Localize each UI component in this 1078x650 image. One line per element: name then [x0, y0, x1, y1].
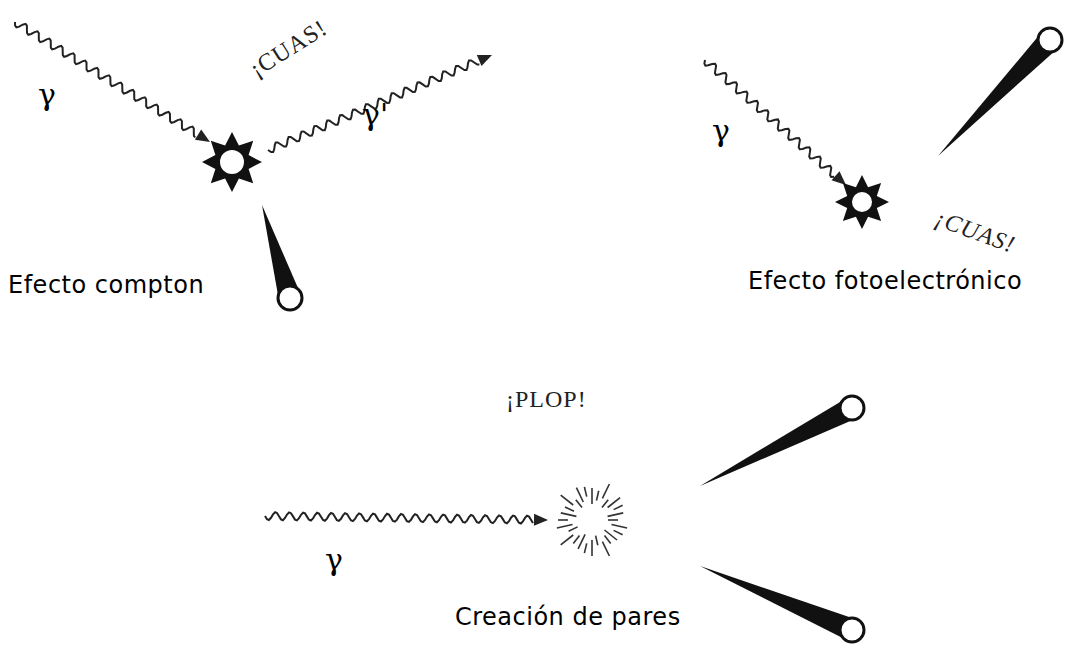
- collision-core: [852, 192, 872, 212]
- burst-ray: [576, 500, 582, 508]
- burst-ray: [584, 487, 586, 497]
- burst-ray: [561, 495, 574, 505]
- photon-wave: [268, 60, 479, 152]
- burst-ray: [597, 491, 599, 501]
- photon-symbol: γ: [325, 543, 343, 576]
- electron-head: [840, 396, 864, 420]
- impact-sound: ¡CUAS!: [245, 14, 332, 82]
- burst-ray: [569, 527, 578, 531]
- burst-ray: [576, 488, 583, 502]
- burst-ray: [602, 542, 609, 556]
- electron-trail: [700, 398, 857, 486]
- impact-sound: ¡CUAS!: [931, 205, 1018, 258]
- burst-ray: [608, 513, 624, 517]
- burst-ray: [608, 498, 621, 508]
- arrow-head: [832, 171, 847, 185]
- electron-head: [1038, 28, 1062, 52]
- electron-trail: [938, 32, 1058, 156]
- arrow-head: [195, 130, 210, 142]
- burst-ray: [561, 513, 577, 517]
- burst-ray: [557, 525, 573, 529]
- burst-ray: [612, 525, 628, 529]
- photon-symbol: γ': [362, 98, 388, 131]
- burst-ray: [614, 530, 623, 534]
- burst-ray: [565, 507, 574, 511]
- electron-head: [840, 618, 864, 642]
- impact-sound: ¡PLOP!: [506, 386, 587, 412]
- burst-ray: [573, 536, 579, 544]
- photon-wave: [265, 512, 533, 523]
- panel-caption: Efecto fotoelectrónico: [748, 268, 1022, 294]
- collision-core: [220, 150, 244, 174]
- arrow-head: [477, 55, 492, 66]
- burst-ray: [591, 488, 593, 504]
- panel-caption: Creación de pares: [455, 604, 681, 630]
- burst-ray: [584, 543, 586, 553]
- burst-ray: [608, 519, 618, 521]
- burst-ray: [602, 500, 608, 508]
- burst-ray: [596, 536, 598, 546]
- burst-ray: [561, 535, 574, 545]
- burst-ray: [602, 484, 609, 498]
- electron-trail: [700, 566, 856, 641]
- electron-head: [278, 286, 302, 310]
- burst-ray: [558, 519, 568, 521]
- collision-star: [835, 175, 889, 229]
- burst-ray: [591, 540, 593, 556]
- panel-caption: Efecto compton: [8, 272, 204, 298]
- arrow-head: [534, 514, 548, 526]
- photon-symbol: γ: [712, 114, 730, 147]
- photon-symbol: γ: [38, 78, 56, 111]
- photon-wave: [704, 60, 834, 177]
- collision-star: [202, 132, 262, 192]
- photon-wave: [15, 22, 195, 138]
- burst-ray: [605, 536, 611, 544]
- burst-ray: [614, 505, 623, 509]
